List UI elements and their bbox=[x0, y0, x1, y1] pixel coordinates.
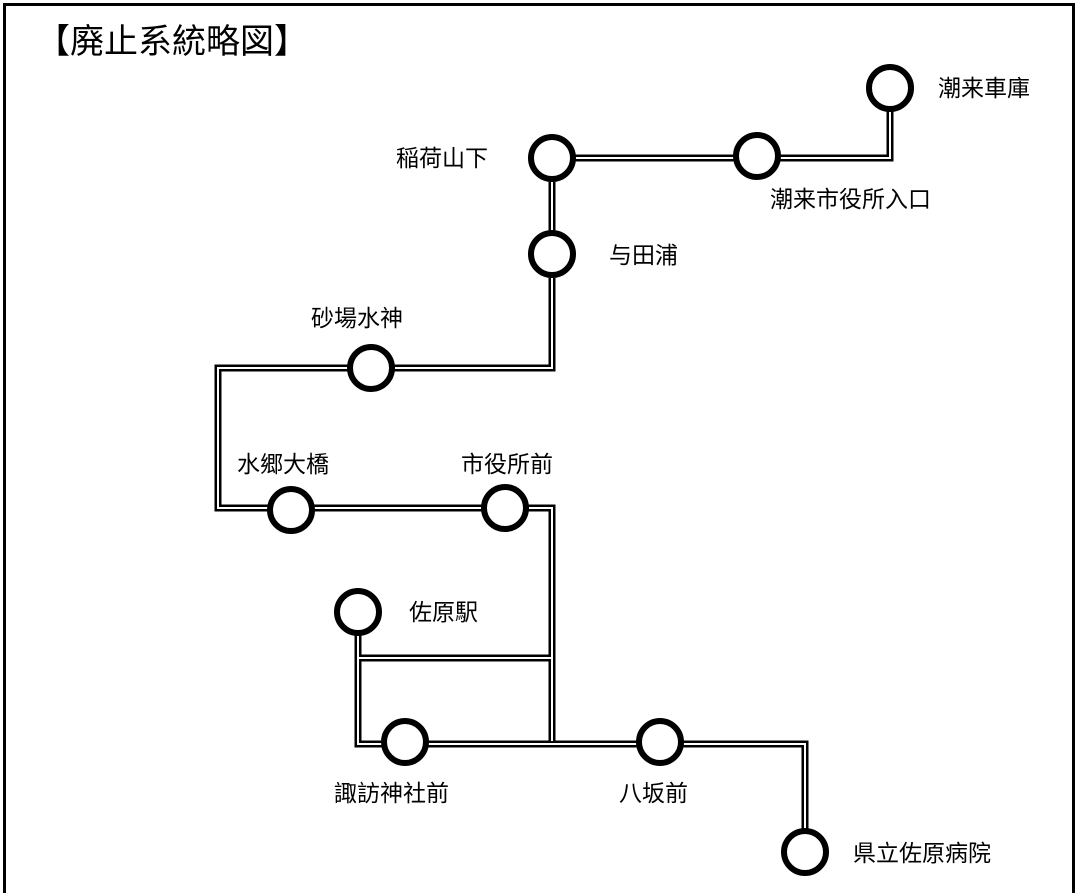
station-label-itako-depot: 潮来車庫 bbox=[938, 76, 1030, 102]
station-marker-yodaura bbox=[528, 230, 576, 278]
station-label-itako-city-hall-entrance: 潮来市役所入口 bbox=[770, 187, 931, 213]
station-label-suigo-ohashi: 水郷大橋 bbox=[237, 452, 329, 478]
station-marker-yasaka-mae bbox=[636, 718, 684, 766]
station-marker-sawara-station bbox=[334, 588, 382, 636]
station-label-sawara-station: 佐原駅 bbox=[409, 600, 478, 626]
station-marker-suwa-jinja-mae bbox=[381, 718, 429, 766]
diagram-title: 【廃止系統略図】 bbox=[36, 22, 308, 62]
stations bbox=[267, 64, 914, 876]
route-segment-central bbox=[214, 154, 556, 744]
station-label-suwa-jinja-mae: 諏訪神社前 bbox=[334, 781, 449, 807]
station-marker-sunaba-suijin bbox=[347, 344, 395, 392]
station-marker-itako-city-hall-entrance bbox=[733, 132, 781, 180]
route-segment-north bbox=[548, 84, 894, 162]
station-label-yasaka-mae: 八坂前 bbox=[619, 781, 688, 807]
diagram-frame bbox=[3, 3, 1075, 893]
station-label-inariyamashita: 稲荷山下 bbox=[396, 146, 488, 172]
station-marker-inariyamashita bbox=[528, 134, 576, 182]
station-marker-suigo-ohashi bbox=[267, 486, 315, 534]
station-marker-prefectural-sawara-hospital bbox=[781, 828, 829, 876]
station-label-sunaba-suijin: 砂場水神 bbox=[311, 306, 403, 332]
station-label-shiyakusho-mae: 市役所前 bbox=[461, 452, 553, 478]
station-marker-shiyakusho-mae bbox=[481, 484, 529, 532]
station-label-prefectural-sawara-hospital: 県立佐原病院 bbox=[853, 841, 991, 867]
station-marker-itako-depot bbox=[866, 64, 914, 112]
station-label-yodaura: 与田浦 bbox=[609, 243, 678, 269]
station-labels: 潮来車庫 潮来市役所入口 稲荷山下 与田浦 砂場水神 水郷大橋 市役所前 佐原駅… bbox=[237, 76, 1030, 867]
